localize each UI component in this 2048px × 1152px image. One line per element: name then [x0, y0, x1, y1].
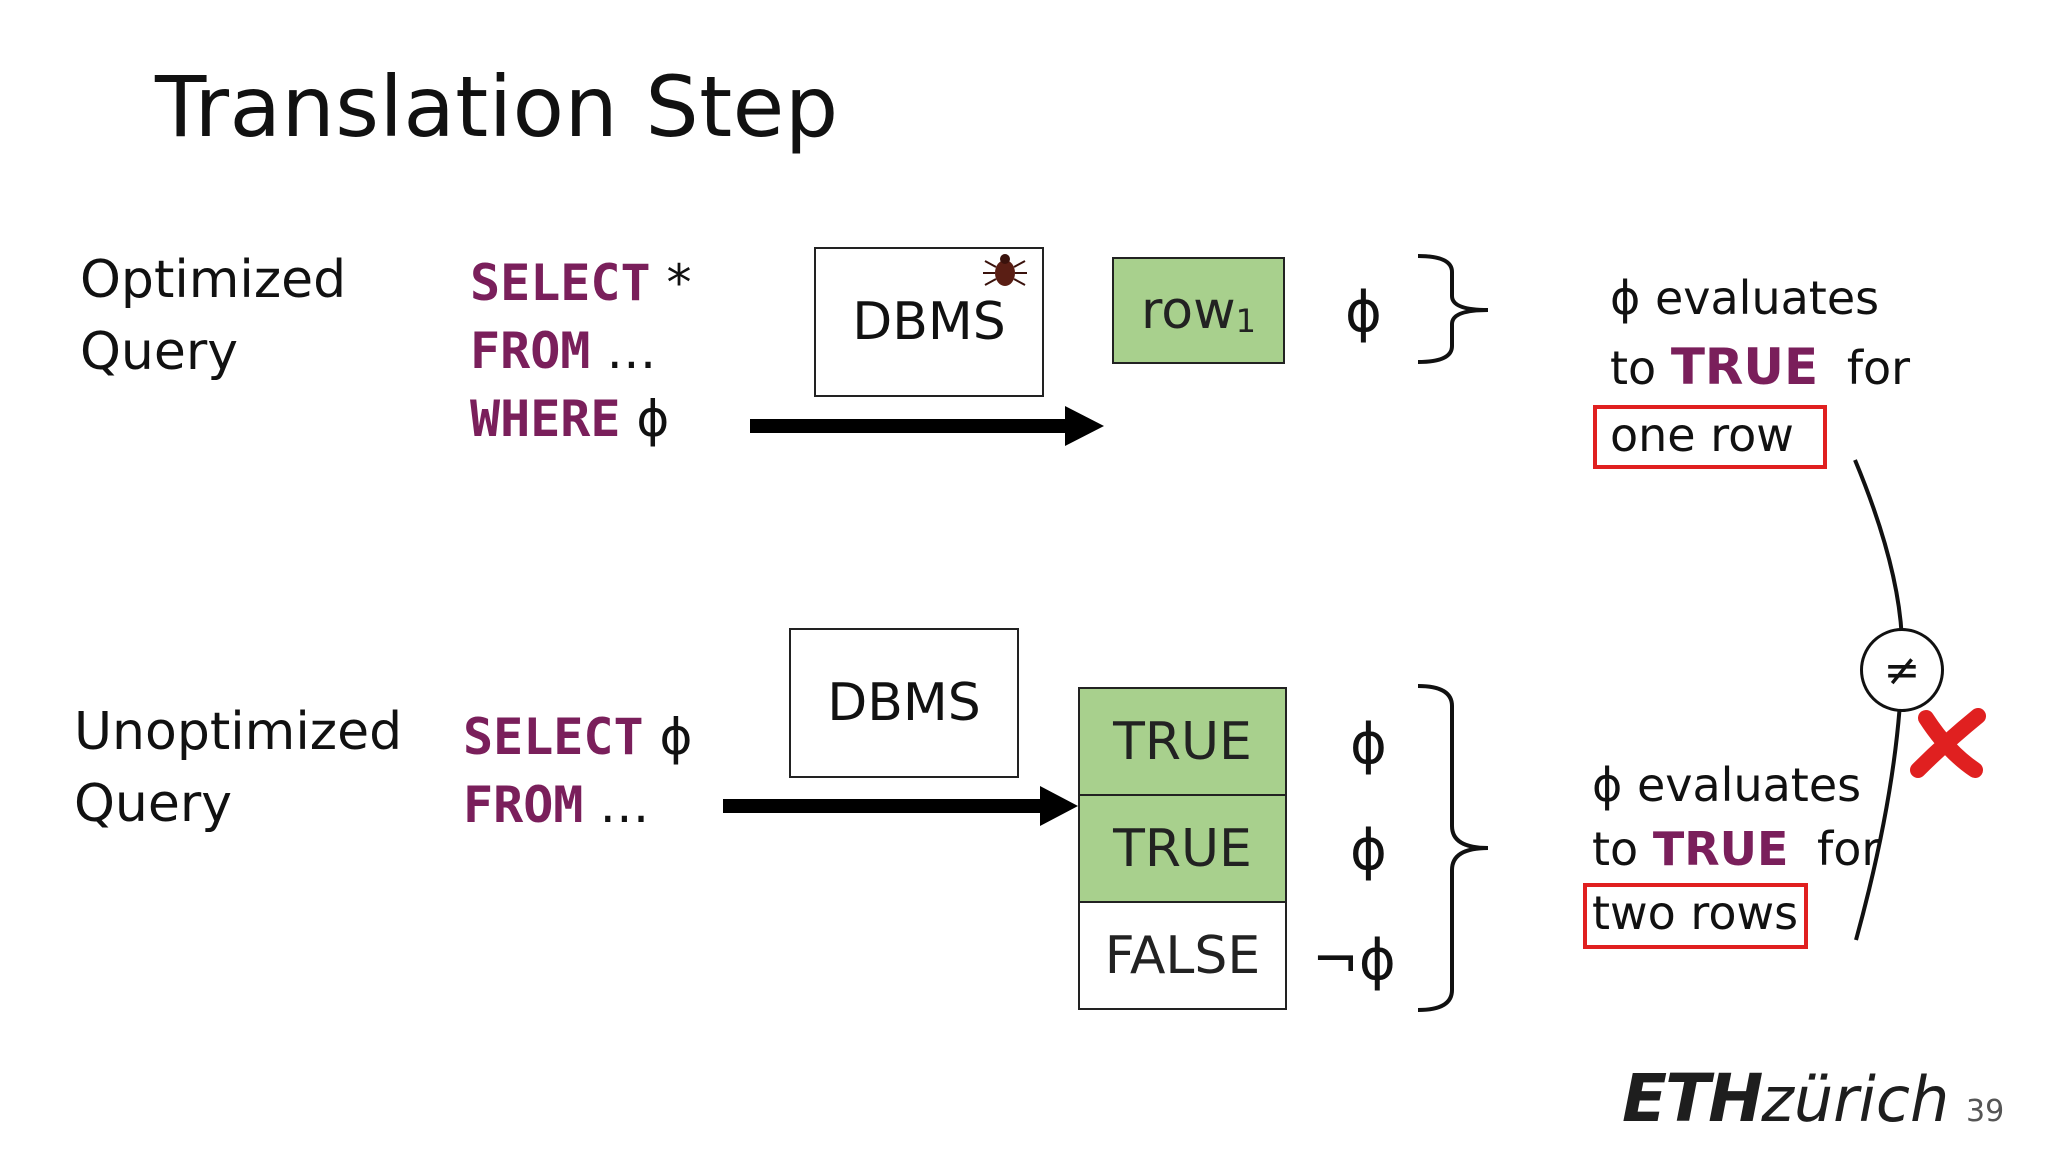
dbms-label: DBMS [852, 292, 1006, 352]
brace-icon [1417, 254, 1489, 364]
logo-bold: ETH [1622, 1060, 1763, 1137]
row-1-condition: ϕ [1350, 712, 1387, 777]
note-to: to [1610, 341, 1657, 395]
sql-keyword: SELECT [470, 254, 651, 312]
optimized-sql-line-2: FROM … [470, 322, 656, 380]
not-equal-badge: ≠ [1860, 628, 1944, 712]
optimized-sql-line-3: WHERE ϕ [470, 390, 669, 448]
optimized-label-line1: Optimized [80, 250, 347, 310]
sql-keyword: FROM [470, 322, 591, 380]
eth-zurich-logo: ETHzürich [1622, 1060, 1949, 1137]
brace-icon [1417, 684, 1489, 1012]
optimized-note-highlight: one row [1610, 408, 1794, 462]
arrow-right-icon [723, 786, 1078, 826]
result-value: TRUE [1113, 818, 1252, 879]
row-2-condition: ϕ [1350, 818, 1387, 883]
one-row-highlight-box [1593, 405, 1827, 469]
sql-keyword: FROM [463, 776, 584, 834]
unoptimized-label-line2: Query [74, 774, 233, 834]
bug-icon [983, 254, 1027, 286]
note-true: TRUE [1652, 822, 1789, 876]
note-for: for [1846, 341, 1911, 395]
optimized-label-line2: Query [80, 322, 239, 382]
arrow-right-icon [750, 406, 1104, 446]
sql-rest: ϕ [620, 390, 670, 448]
result-row-3: FALSE [1078, 901, 1287, 1010]
unoptimized-note-highlight: two rows [1592, 886, 1799, 940]
optimized-note-line1: ϕ evaluates [1610, 271, 1880, 325]
sql-rest: … [583, 776, 650, 834]
note-true: TRUE [1670, 338, 1819, 396]
sql-rest: … [590, 322, 657, 380]
dbms-label: DBMS [827, 673, 981, 733]
optimized-sql-line-1: SELECT * [470, 254, 692, 312]
sql-rest: ϕ [643, 708, 693, 766]
optimized-dbms-box: DBMS [814, 247, 1044, 397]
row-3-condition: ¬ϕ [1312, 928, 1396, 993]
unoptimized-sql-line-2: FROM … [463, 776, 649, 834]
unoptimized-sql-line-1: SELECT ϕ [463, 708, 693, 766]
two-rows-highlight-box [1583, 883, 1808, 949]
result-row-2: TRUE [1078, 794, 1287, 903]
page-title: Translation Step [155, 58, 839, 156]
note-to: to [1592, 822, 1639, 876]
unoptimized-note-line1: ϕ evaluates [1592, 758, 1862, 812]
logo-rest: zürich [1761, 1063, 1950, 1136]
unoptimized-dbms-box: DBMS [789, 628, 1019, 778]
result-value: TRUE [1113, 711, 1252, 772]
page-number: 39 [1966, 1094, 2005, 1129]
sql-rest: * [650, 254, 692, 312]
sql-keyword: SELECT [463, 708, 644, 766]
cross-mark-icon [1910, 708, 1986, 778]
note-for: for [1817, 822, 1881, 876]
row-label: row [1141, 280, 1236, 341]
sql-keyword: WHERE [470, 390, 621, 448]
optimized-row-condition: ϕ [1345, 280, 1382, 345]
unoptimized-label-line1: Unoptimized [74, 702, 403, 762]
result-value: FALSE [1104, 925, 1261, 986]
row-subscript: 1 [1235, 301, 1256, 340]
optimized-note-line2: to TRUE for [1610, 334, 1910, 401]
unoptimized-note-line2: to TRUE for [1592, 816, 1880, 882]
